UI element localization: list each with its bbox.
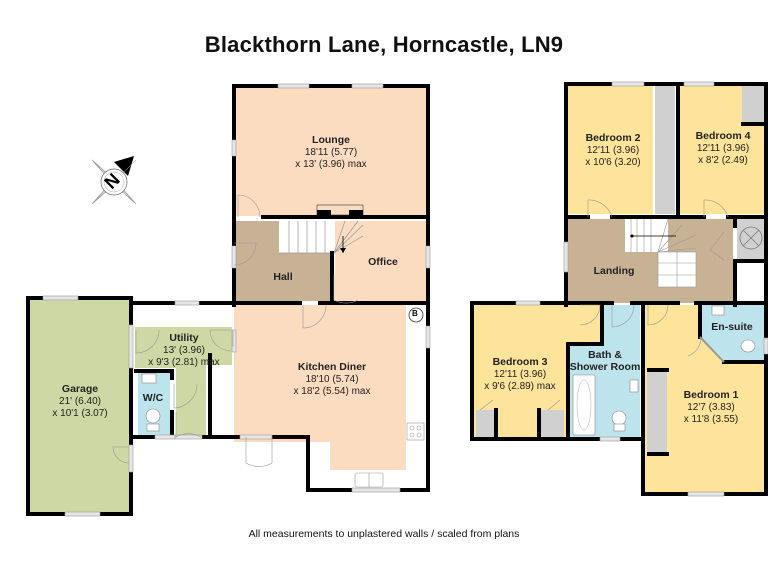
room-label-bedroom-2: Bedroom 2 12'11 (3.96) x 10'6 (3.20) [585,132,641,168]
north-compass-icon: N [84,152,144,212]
bedroom2-floor [568,86,653,214]
room-label-en-suite: En-suite [711,321,753,333]
room-label-hall: Hall [273,271,293,283]
room-label-lounge: Lounge 18'11 (5.77) x 13' (3.96) max [295,134,367,170]
bedroom3-floor [474,305,600,437]
room-label-utility: Utility 13' (3.96) x 9'3 (2.81) max [148,332,220,368]
room-label-bedroom-3: Bedroom 3 12'11 (3.96) x 9'6 (2.89) max [484,356,556,392]
room-label-office: Office [368,256,398,268]
kitchen-floor [234,305,406,470]
room-label-bath-shower-room: Bath & Shower Room [569,349,641,373]
room-label-bedroom-1: Bedroom 1 12'7 (3.83) x 11'8 (3.55) [683,389,739,425]
page-title: Blackthorn Lane, Horncastle, LN9 [204,32,564,57]
room-label-landing: Landing [593,265,635,277]
room-label-kitchen-diner: Kitchen Diner 18'10 (5.74) x 18'2 (5.54)… [293,361,371,397]
bedroom1-floor [645,305,764,492]
boiler-label: B [412,309,418,318]
room-label-garage: Garage 21' (6.40) x 10'1 (3.07) [52,383,108,419]
lounge-floor [234,86,428,216]
room-label-bedroom-4: Bedroom 4 12'11 (3.96) x 8'2 (2.49) [695,130,751,166]
measurement-disclaimer: All measurements to unplastered walls / … [248,528,520,540]
garage-floor [30,298,129,514]
room-label-wc: W/C [142,392,164,404]
